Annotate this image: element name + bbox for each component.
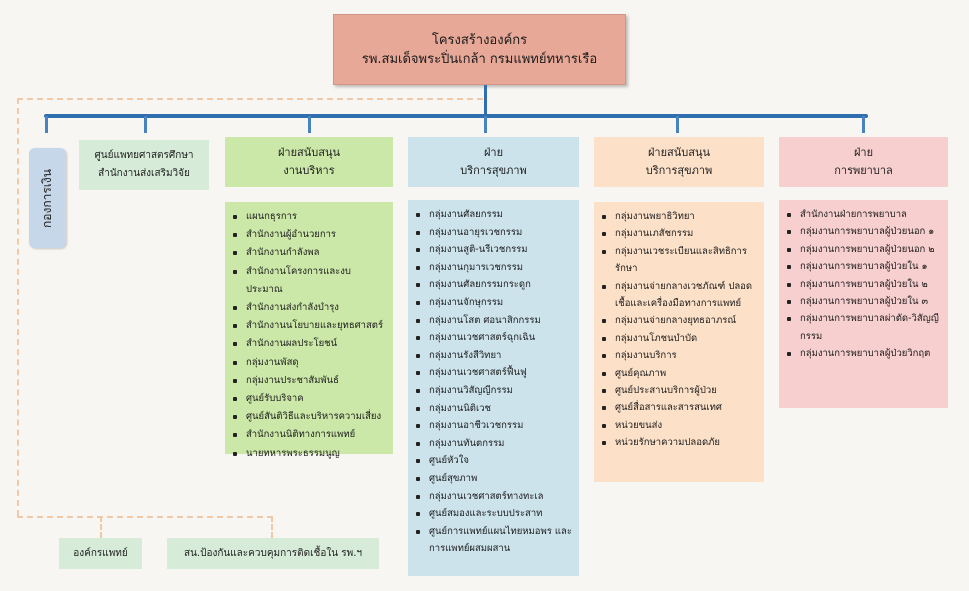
list-item: กลุ่มงานเวชระเบียนและสิทธิการรักษา — [602, 243, 758, 278]
list-item: สำนักงานนิติทางการแพทย์ — [233, 426, 387, 444]
infection-control-label: สน.ป้องกันและควบคุมการติดเชื้อใน รพ.ฯ — [183, 547, 363, 559]
list-item: กลุ่มงานการพยาบาลผู้ป่วยนอก ๑ — [787, 223, 942, 240]
list-item: หน่วยรักษาความปลอดภัย — [602, 434, 758, 451]
admin-unit-list: แผนกธุรการ สำนักงานผู้อำนวยการ สำนักงานก… — [225, 202, 393, 459]
list-item: กลุ่มงานจักษุกรรม — [416, 294, 573, 312]
list-item: แผนกธุรการ — [233, 208, 387, 226]
drop-nursing — [862, 116, 865, 133]
org-chart-title: โครงสร้างองค์กร รพ.สมเด็จพระปิ่นเกล้า กร… — [333, 14, 626, 85]
list-item: กลุ่มงานการพยาบาลผู้ป่วยวิกฤต — [787, 345, 942, 362]
list-item: กลุ่มงานพัสดุ — [233, 354, 387, 372]
research-line-2: สำนักงานส่งเสริมวิจัย — [98, 168, 190, 179]
list-item: ศูนย์สุขภาพ — [416, 470, 573, 488]
list-item: กลุ่มงานการพยาบาลผู้ป่วยใน ๒ — [787, 276, 942, 293]
nursing-head-1: ฝ่าย — [853, 146, 874, 159]
service-head-2: บริการสุขภาพ — [460, 164, 527, 177]
list-item: กลุ่มงานอาชีวเวชกรรม — [416, 417, 573, 435]
list-item: กลุ่มงานการพยาบาลผู้ป่วยใน ๑ — [787, 258, 942, 275]
list-item: ศูนย์สื่อสารและสารสนเทศ — [602, 399, 758, 416]
title-line-2: รพ.สมเด็จพระปิ่นเกล้า กรมแพทย์ทหารเรือ — [361, 51, 598, 67]
list-item: กลุ่มงานรังสีวิทยา — [416, 347, 573, 365]
list-item: กลุ่มงานศัลยกรรม — [416, 206, 573, 224]
nursing-head-2: การพยาบาล — [834, 164, 893, 177]
list-item: สำนักงานกำลังพล — [233, 244, 387, 262]
research-line-1: ศูนย์แพทยศาสตรศึกษา — [94, 150, 194, 161]
medical-org-label: องค์กรแพทย์ — [73, 547, 128, 559]
list-item: ศูนย์สมองและระบบประสาท — [416, 505, 573, 523]
list-item: กลุ่มงานโภชนบำบัด — [602, 330, 758, 347]
service-unit-list: กลุ่มงานศัลยกรรม กลุ่มงานอายุรเวชกรรม กล… — [408, 200, 579, 576]
list-item: กลุ่มงานกุมารเวชกรรม — [416, 259, 573, 277]
list-item: กลุ่มงานพยาธิวิทยา — [602, 208, 758, 225]
list-item: กลุ่มงานจ่ายกลางเวชภัณฑ์ ปลอดเชื้อและเคร… — [602, 278, 758, 313]
list-item: กลุ่มงานเวชศาสตร์ทางทะเล — [416, 488, 573, 506]
list-item: กลุ่มงานโสต ศอนาสิกกรรม — [416, 312, 573, 330]
drop-research — [144, 116, 147, 133]
main-horizontal-connector — [44, 114, 868, 118]
list-item: กลุ่มงานเวชศาสตร์ฟื้นฟู — [416, 364, 573, 382]
finance-division-box: กองการเงิน — [29, 148, 66, 248]
list-item: กลุ่มงานทันตกรรม — [416, 435, 573, 453]
dashed-bottom — [17, 516, 273, 518]
health-support-header: ฝ่ายสนับสนุน บริการสุขภาพ — [594, 137, 764, 187]
list-item: กลุ่มงานบริการ — [602, 347, 758, 364]
list-item: กลุ่มงานเวชศาสตร์ฉุกเฉิน — [416, 329, 573, 347]
health-service-header: ฝ่าย บริการสุขภาพ — [408, 137, 579, 187]
list-item: กลุ่มงานศัลยกรรมกระดูก — [416, 276, 573, 294]
list-item: สำนักงานโครงการและงบประมาณ — [233, 263, 387, 299]
list-item: ศูนย์หัวใจ — [416, 452, 573, 470]
list-item: กลุ่มงานอายุรเวชกรรม — [416, 224, 573, 242]
list-item: ศูนย์ประสานบริการผู้ป่วย — [602, 382, 758, 399]
drop-service — [484, 116, 487, 133]
list-item: กลุ่มงานจ่ายกลางยุทธอาภรณ์ — [602, 312, 758, 329]
list-item: สำนักงานฝ่ายการพยาบาล — [787, 206, 942, 223]
list-item: กลุ่มงานสูติ-นรีเวชกรรม — [416, 241, 573, 259]
dashed-drop-medical-org — [100, 516, 102, 538]
list-item: กลุ่มงานการพยาบาลผู้ป่วยนอก ๒ — [787, 241, 942, 258]
admin-head-2: งานบริหาร — [283, 164, 335, 177]
list-item: กลุ่มงานการพยาบาลผู้ป่วยใน ๓ — [787, 293, 942, 310]
nursing-unit-list: สำนักงานฝ่ายการพยาบาล กลุ่มงานการพยาบาลผ… — [779, 200, 948, 408]
list-item: กลุ่มงานการพยาบาลผ่าตัด-วิสัญญีกรรม — [787, 310, 942, 345]
service-head-1: ฝ่าย — [483, 146, 504, 159]
list-item: ศูนย์คุณภาพ — [602, 365, 758, 382]
title-line-1: โครงสร้างองค์กร — [431, 32, 528, 48]
admin-head-1: ฝ่ายสนับสนุน — [277, 146, 341, 159]
list-item: กลุ่มงานเภสัชกรรม — [602, 225, 758, 242]
list-item: สำนักงานส่งกำลังบำรุง — [233, 299, 387, 317]
medical-org-box: องค์กรแพทย์ — [59, 538, 142, 569]
list-item: สำนักงานนโยบายและยุทธศาสตร์ — [233, 317, 387, 335]
dashed-drop-infection — [271, 516, 273, 538]
nursing-header: ฝ่าย การพยาบาล — [779, 137, 948, 187]
list-item: กลุ่มงานนิติเวช — [416, 400, 573, 418]
list-item: นายทหารพระธรรมนูญ — [233, 445, 387, 463]
list-item: หน่วยขนส่ง — [602, 417, 758, 434]
support-head-2: บริการสุขภาพ — [645, 164, 713, 177]
list-item: กลุ่มงานประชาสัมพันธ์ — [233, 372, 387, 390]
dashed-left — [17, 98, 19, 516]
research-center-box: ศูนย์แพทยศาสตรศึกษา สำนักงานส่งเสริมวิจั… — [79, 140, 209, 190]
finance-division-label: กองการเงิน — [40, 168, 55, 228]
drop-support — [676, 116, 679, 133]
list-item: ศูนย์รับบริจาค — [233, 390, 387, 408]
support-unit-list: กลุ่มงานพยาธิวิทยา กลุ่มงานเภสัชกรรม กลุ… — [594, 202, 764, 482]
list-item: ศูนย์สันติวิธีและบริหารความเสี่ยง — [233, 408, 387, 426]
admin-support-header: ฝ่ายสนับสนุน งานบริหาร — [225, 137, 393, 187]
title-connector — [484, 85, 487, 116]
list-item: กลุ่มงานวิสัญญีกรรม — [416, 382, 573, 400]
infection-control-box: สน.ป้องกันและควบคุมการติดเชื้อใน รพ.ฯ — [167, 538, 379, 569]
drop-admin — [308, 116, 311, 133]
drop-money — [45, 116, 48, 133]
list-item: สำนักงานผู้อำนวยการ — [233, 226, 387, 244]
list-item: สำนักงานผลประโยชน์ — [233, 335, 387, 353]
list-item: ศูนย์การแพทย์แผนไทยหมอพร และการแพทย์ผสมผ… — [416, 523, 573, 558]
support-head-1: ฝ่ายสนับสนุน — [647, 146, 711, 159]
dashed-top — [17, 98, 483, 100]
